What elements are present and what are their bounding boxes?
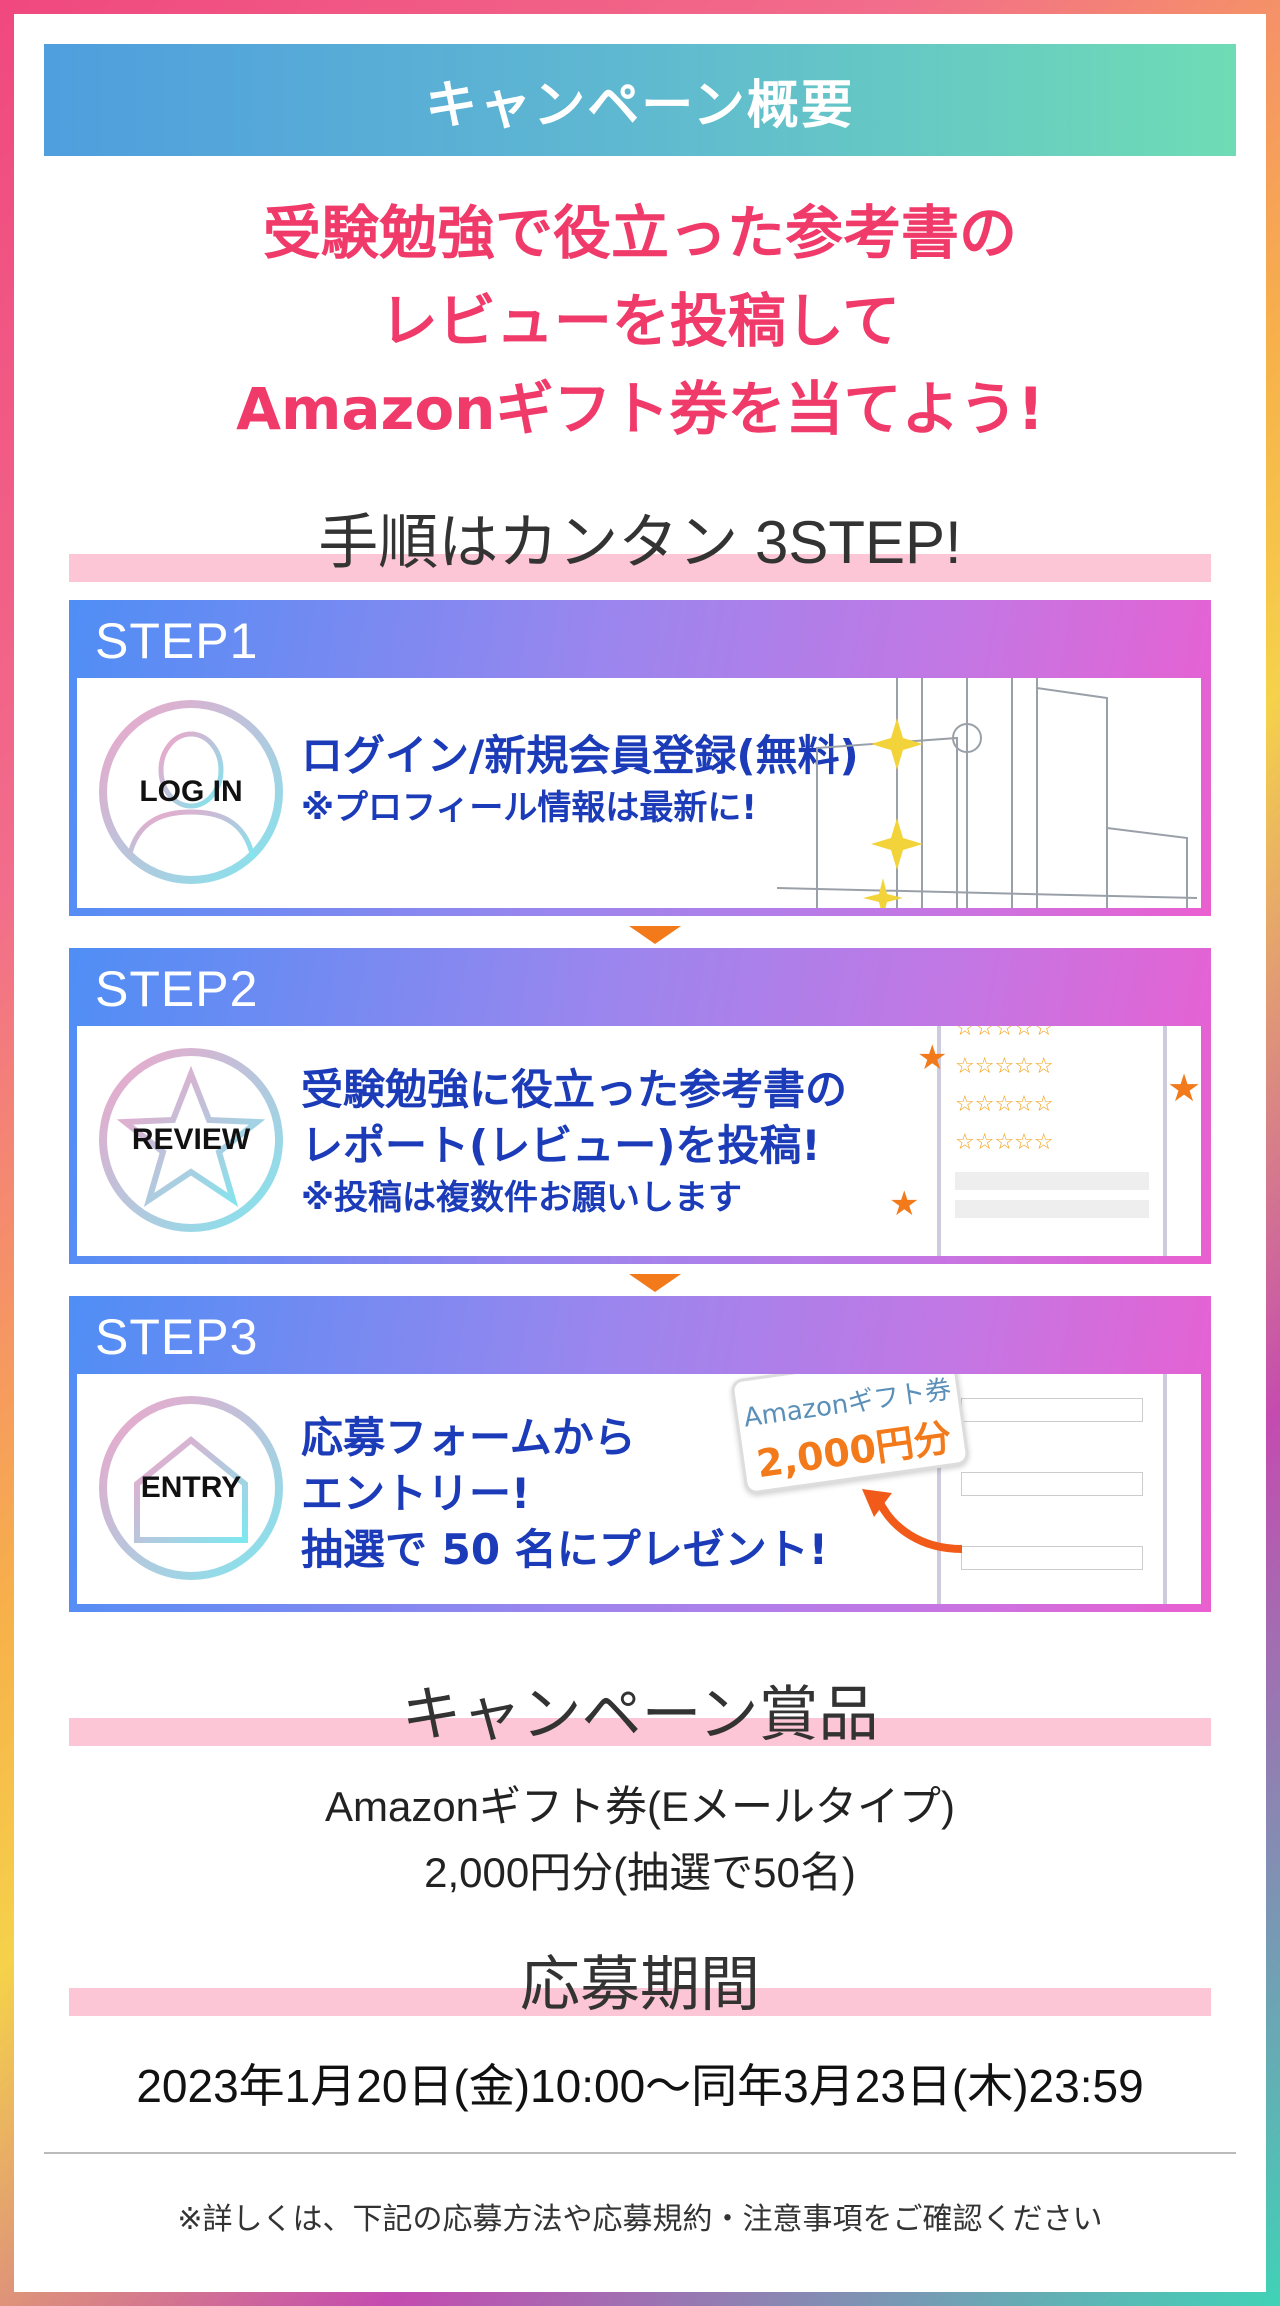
login-badge: LOG IN [99,700,283,884]
headline-line1: 受験勉強で役立った参考書の [262,199,1017,267]
prize-title-text: キャンペーン賞品 [401,1681,879,1748]
step-1-label: STEP1 [95,613,259,669]
step-3-text: 応募フォームから エントリー! 抽選で 50 名にプレゼント! [301,1410,828,1578]
prize-section-title: キャンペーン賞品 [69,1666,1211,1753]
period-title-text: 応募期間 [520,1951,760,2018]
login-badge-text: LOG IN [139,775,243,808]
headline-line3: Amazonギフト券を当てよう! [236,375,1044,443]
phone-review-illustration: ☆☆☆☆☆☆☆☆☆☆☆☆☆☆☆☆☆☆☆☆ [937,1026,1167,1256]
gift-card: Amazonギフト券 2,000円分 [730,1374,970,1496]
title-highlight-bar [69,1988,1211,2016]
step-2-line1: 受験勉強に役立った参考書の [301,1065,848,1114]
user-silhouette-icon [126,731,256,859]
step-arrow-1 [629,926,681,944]
steps-section-title: 手順はカンタン 3STEP! [69,494,1211,582]
review-badge: REVIEW [99,1048,283,1232]
title-highlight-bar [69,1718,1211,1746]
steps-title-text: 手順はカンタン 3STEP! [318,509,962,576]
star-icon: ★ [889,1184,920,1224]
entry-badge-text: ENTRY [140,1471,242,1504]
title-highlight-bar [69,554,1211,582]
step-3-label: STEP3 [95,1309,259,1365]
step-2-card: STEP2 REVIEW 受験勉強に役立った参考書の レポート(レビュー)を投稿… [69,948,1211,1264]
house-icon [134,1436,248,1543]
step-3-line1: 応募フォームから [301,1413,636,1462]
period-section-title: 応募期間 [69,1936,1211,2023]
prize-description: Amazonギフト券(Eメールタイプ) 2,000円分(抽選で50名) [14,1774,1266,1906]
star-icon: ★ [917,1038,948,1078]
footer-note: ※詳しくは、下記の応募方法や応募規約・注意事項をご確認ください [177,2202,1103,2237]
header-title: キャンペーン概要 [425,75,855,136]
rating-stars: ☆☆☆☆☆☆☆☆☆☆☆☆☆☆☆☆☆☆☆☆ [955,1026,1054,1155]
step-2-line3: ※投稿は複数件お願いします [301,1178,743,1218]
step-1-text: ログイン/新規会員登録(無料) ※プロフィール情報は最新に! [301,728,859,832]
step-2-line2: レポート(レビュー)を投稿! [301,1121,821,1170]
period-value: 2023年1月20日(金)10:00〜同年3月23日(木)23:59 [136,2060,1144,2112]
header-banner: キャンペーン概要 [44,44,1236,156]
step-3-line2: エントリー! [301,1469,531,1518]
headline: 受験勉強で役立った参考書の レビューを投稿して Amazonギフト券を当てよう! [14,189,1266,453]
star-icon: ★ [1167,1066,1201,1110]
step-3-body: ENTRY 応募フォームから エントリー! 抽選で 50 名にプレゼント! Am… [77,1374,1201,1604]
star-outline-icon [116,1065,266,1208]
content-panel: キャンペーン概要 受験勉強で役立った参考書の レビューを投稿して Amazonギ… [14,14,1266,2292]
step-1-body: LOG IN ログイン/新規会員登録(無料) ※プロフィール情報は最新に! [77,678,1201,908]
prize-line2: 2,000円分(抽選で50名) [424,1849,856,1896]
step-arrow-2 [629,1274,681,1292]
divider [44,2152,1236,2154]
step-2-text: 受験勉強に役立った参考書の レポート(レビュー)を投稿! ※投稿は複数件お願いし… [301,1062,847,1222]
review-badge-text: REVIEW [131,1123,251,1156]
step-3-card: STEP3 ENTRY 応募フォームから エントリー! 抽選で 50 名にプレゼ… [69,1296,1211,1612]
step-1-line1: ログイン/新規会員登録(無料) [301,731,859,780]
building-illustration [777,678,1197,908]
curved-arrow-icon [862,1489,963,1553]
prize-line1: Amazonギフト券(Eメールタイプ) [324,1783,956,1830]
step-3-line3: 抽選で 50 名にプレゼント! [301,1525,828,1574]
step-2-label: STEP2 [95,961,259,1017]
step-2-body: REVIEW 受験勉強に役立った参考書の レポート(レビュー)を投稿! ※投稿は… [77,1026,1201,1256]
headline-line2: レビューを投稿して [379,287,901,355]
entry-badge: ENTRY [99,1396,283,1580]
step-1-line2: ※プロフィール情報は最新に! [301,788,757,828]
phone-entry-illustration [937,1374,1167,1604]
step-1-card: STEP1 LOG IN ログイン/新規会員登録(無料) ※プロフィール情報は最… [69,600,1211,916]
